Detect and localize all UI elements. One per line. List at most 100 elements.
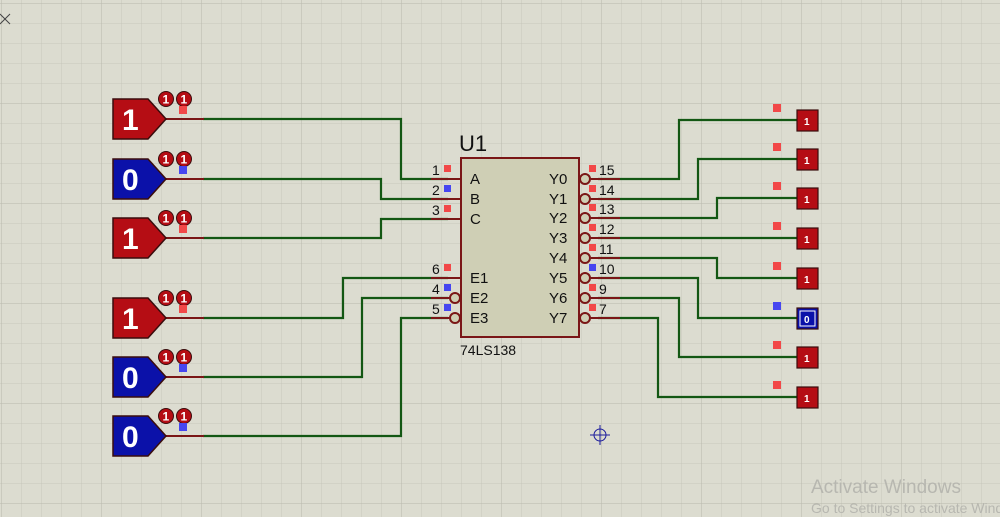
pin-c: 3C (431, 202, 481, 228)
toggle-button[interactable]: 1 (176, 210, 192, 226)
toggle-button[interactable]: 1 (158, 91, 174, 107)
pin-name: Y5 (549, 270, 567, 287)
pin-e1: 6E1 (431, 261, 488, 287)
logic-probe: 1 (773, 182, 819, 210)
pin-name: E1 (470, 270, 488, 287)
pin-name: E3 (470, 310, 488, 327)
pin-state-indicator (773, 143, 781, 151)
wire (598, 276, 797, 320)
pin-state-indicator (444, 165, 451, 172)
logic-state-body (112, 158, 168, 200)
activate-windows-subtitle: Go to Settings to activate Windows. (811, 500, 1000, 516)
ic-74ls138[interactable]: U1 74LS138 1A2B3C6E14E25E315Y014Y113Y212… (431, 131, 620, 358)
wire (598, 157, 797, 201)
toggle-button[interactable]: 1 (176, 349, 192, 365)
inversion-bubble (579, 193, 591, 205)
toggle-button[interactable]: 1 (158, 210, 174, 226)
logic-probe: 1 (773, 381, 819, 409)
pin-number: 7 (599, 301, 607, 317)
pin-state-indicator (444, 304, 451, 311)
logic-state-value: 1 (122, 223, 139, 256)
pin-state-indicator (773, 104, 781, 112)
pin-number: 9 (599, 281, 607, 297)
inversion-bubble (579, 252, 591, 264)
logic-probe-value: 1 (804, 354, 810, 365)
wire (203, 117, 448, 181)
pin-y7: 7Y7 (549, 301, 620, 327)
pin-number: 13 (599, 201, 615, 217)
ic-refdes: U1 (459, 131, 487, 156)
pin-b: 2B (431, 182, 480, 208)
toggle-glyph: 1 (163, 351, 170, 365)
toggle-glyph: 1 (181, 93, 188, 107)
toggle-button[interactable]: 1 (158, 349, 174, 365)
pin-state-indicator (444, 284, 451, 291)
pin-number: 2 (432, 182, 440, 198)
pin-state-indicator (773, 302, 781, 310)
ic-part-name: 74LS138 (460, 342, 516, 358)
toggle-button[interactable]: 1 (176, 290, 192, 306)
pin-state-indicator (773, 262, 781, 270)
toggle-glyph: 1 (163, 292, 170, 306)
toggle-button[interactable]: 1 (176, 408, 192, 424)
wire (203, 217, 448, 240)
logic-state-body (112, 98, 168, 140)
toggle-button[interactable]: 1 (158, 408, 174, 424)
wire (598, 316, 797, 399)
inversion-bubble (579, 232, 591, 244)
pin-state-indicator (773, 222, 781, 230)
pin-name: Y3 (549, 230, 567, 247)
toggle-glyph: 1 (163, 153, 170, 167)
logic-probe-value: 1 (804, 235, 810, 246)
logic-probe-body (796, 386, 819, 409)
toggle-button[interactable]: 1 (158, 290, 174, 306)
pin-number: 15 (599, 162, 615, 178)
ic-pins: 1A2B3C6E14E25E315Y014Y113Y212Y311Y410Y59… (431, 162, 620, 327)
pin-state-indicator (179, 106, 187, 114)
wire (203, 296, 448, 379)
toggle-glyph: 1 (181, 153, 188, 167)
toggle-button[interactable]: 1 (158, 151, 174, 167)
ic-body (460, 157, 580, 338)
pin-number: 10 (599, 261, 615, 277)
logic-probe-body (796, 307, 819, 330)
inversion-bubble (579, 212, 591, 224)
inversion-bubble (579, 173, 591, 185)
pin-number: 12 (599, 221, 615, 237)
toggle-button[interactable]: 1 (176, 151, 192, 167)
pin-name: Y6 (549, 290, 567, 307)
pin-name: A (470, 171, 480, 188)
pin-state-indicator (179, 423, 187, 431)
activate-windows-title: Activate Windows (811, 477, 961, 498)
crosshair-cursor-icon (590, 425, 610, 445)
wire (598, 196, 797, 220)
pin-number: 6 (432, 261, 440, 277)
logic-state-value: 0 (122, 362, 139, 395)
pin-name: E2 (470, 290, 488, 307)
logic-probe: 1 (773, 143, 819, 171)
pin-e3: 5E3 (431, 301, 488, 327)
pin-name: C (470, 211, 481, 228)
logic-probe: 1 (773, 222, 819, 250)
toggle-button[interactable]: 1 (176, 91, 192, 107)
wire (598, 118, 797, 181)
pin-name: Y1 (549, 191, 567, 208)
pin-name: B (470, 191, 480, 208)
pin-number: 11 (599, 241, 614, 257)
pin-name: Y0 (549, 171, 567, 188)
pin-state-indicator (444, 205, 451, 212)
toggle-glyph: 1 (181, 292, 188, 306)
